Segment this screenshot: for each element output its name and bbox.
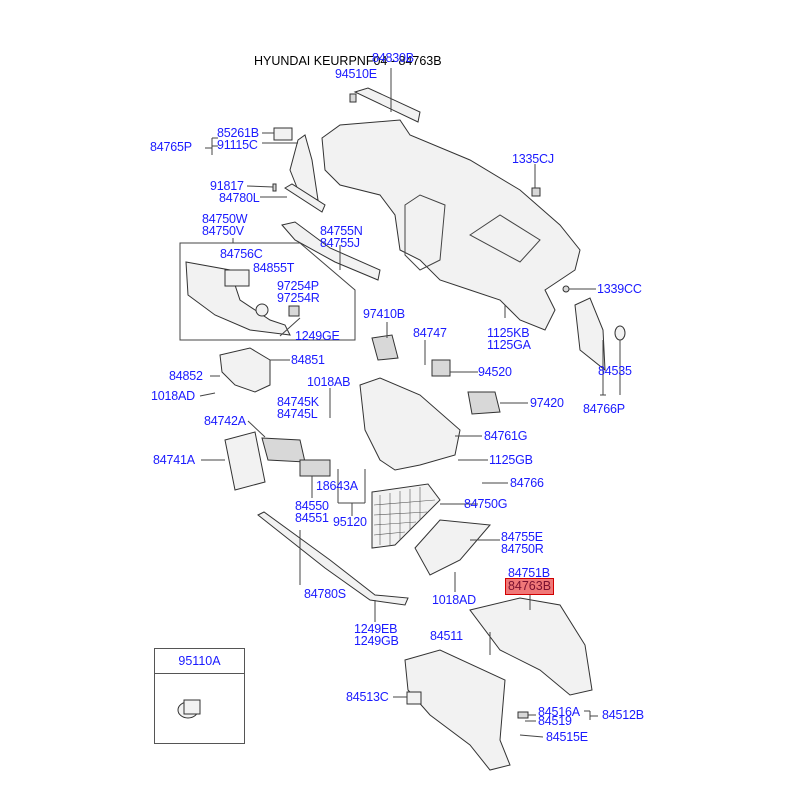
- callout-1125GB[interactable]: 1125GB: [489, 453, 533, 467]
- callout-84755E[interactable]: 84755E: [501, 530, 543, 544]
- callout-1018AD-upper[interactable]: 1018AD: [151, 389, 195, 403]
- callout-84535[interactable]: 84535: [598, 364, 632, 378]
- callout-84766[interactable]: 84766: [510, 476, 544, 490]
- cover-part: [273, 127, 293, 141]
- callout-84515E[interactable]: 84515E: [546, 730, 588, 744]
- callout-97410B[interactable]: 97410B: [363, 307, 405, 321]
- callout-84755J[interactable]: 84755J: [320, 236, 360, 250]
- callout-1125GA[interactable]: 1125GA: [487, 338, 531, 352]
- callout-84761G[interactable]: 84761G: [484, 429, 528, 443]
- lower-cover-84851-part[interactable]: [219, 347, 271, 393]
- callout-84742A[interactable]: 84742A: [204, 414, 246, 428]
- callout-84763B-highlighted[interactable]: 84763B: [505, 578, 554, 595]
- callout-84750R[interactable]: 84750R: [501, 542, 544, 556]
- inset-box-cigar-lighter: 95110A: [154, 648, 245, 744]
- crash-pad-part[interactable]: [321, 119, 581, 331]
- tray-84742A-part[interactable]: [261, 437, 306, 463]
- callout-84747[interactable]: 84747: [413, 326, 447, 340]
- callout-91817[interactable]: 91817: [210, 179, 244, 193]
- vent-97420-part[interactable]: [467, 391, 501, 415]
- callout-1125KB[interactable]: 1125KB: [487, 326, 530, 340]
- leader-lines: [199, 68, 621, 738]
- callout-84511[interactable]: 84511: [430, 629, 463, 643]
- callout-1249EB[interactable]: 1249EB: [354, 622, 398, 636]
- glove-box-housing-84763B-part[interactable]: [469, 597, 593, 696]
- callout-84851[interactable]: 84851: [291, 353, 325, 367]
- center-bracket-part: [281, 221, 381, 281]
- callout-94520[interactable]: 94520: [478, 365, 512, 379]
- ring-part: [255, 303, 269, 317]
- callout-85261B[interactable]: 85261B: [217, 126, 259, 140]
- switch-part: [224, 269, 250, 287]
- under-cover-84755E-part[interactable]: [414, 519, 492, 576]
- vent-97410B-part[interactable]: [371, 334, 399, 361]
- screw-part: [272, 183, 277, 192]
- callout-84765P[interactable]: 84765P: [150, 140, 192, 154]
- callout-1249GB[interactable]: 1249GB: [354, 634, 399, 648]
- callout-95120[interactable]: 95120: [333, 515, 367, 529]
- callout-84551[interactable]: 84551: [295, 511, 329, 525]
- callout-1249GE[interactable]: 1249GE: [295, 329, 340, 343]
- switch-97254-part: [288, 305, 300, 317]
- side-cover-84766P-part[interactable]: [574, 297, 606, 372]
- glove-opening-outline: [469, 214, 541, 263]
- callout-84751B[interactable]: 84751B: [508, 566, 550, 580]
- cluster-fascia-box: [179, 242, 356, 341]
- callout-84750G[interactable]: 84750G: [464, 497, 508, 511]
- callout-1018AB[interactable]: 1018AB: [307, 375, 351, 389]
- knee-panel-grid: [373, 487, 436, 546]
- callout-84756C[interactable]: 84756C: [220, 247, 263, 261]
- callout-94510E[interactable]: 94510E: [335, 67, 377, 81]
- module-84550-part: [299, 459, 331, 477]
- trim-84780S-part[interactable]: [257, 511, 409, 606]
- callout-84513C[interactable]: 84513C: [346, 690, 389, 704]
- knee-panel-84750G-part[interactable]: [371, 483, 441, 549]
- callout-84519[interactable]: 84519: [538, 714, 572, 728]
- callout-1339CC[interactable]: 1339CC: [597, 282, 642, 296]
- callout-84755N[interactable]: 84755N: [320, 224, 363, 238]
- callout-18643A[interactable]: 18643A: [316, 479, 358, 493]
- diagram-title: HYUNDAI KEURPNF04 - 84763B: [254, 54, 442, 68]
- callout-84516A[interactable]: 84516A: [538, 705, 580, 719]
- callout-95110A[interactable]: 95110A: [155, 649, 244, 674]
- callout-84745L[interactable]: 84745L: [277, 407, 318, 421]
- heater-control-84741A-part[interactable]: [224, 431, 266, 491]
- callout-1018AD-lower[interactable]: 1018AD: [432, 593, 476, 607]
- lock-84516A-part: [517, 711, 529, 719]
- side-trim-part: [284, 183, 326, 213]
- center-fascia-84761G-part[interactable]: [359, 377, 461, 471]
- pad-84513C-part: [406, 691, 422, 705]
- clip-1335CJ-part: [531, 187, 541, 197]
- callout-97254P[interactable]: 97254P: [277, 279, 319, 293]
- callout-84780S[interactable]: 84780S: [304, 587, 346, 601]
- glove-box-84511-part[interactable]: [404, 649, 511, 771]
- callout-91115C[interactable]: 91115C: [217, 138, 258, 152]
- callout-84780L[interactable]: 84780L: [219, 191, 260, 205]
- callout-84741A[interactable]: 84741A: [153, 453, 195, 467]
- clip-part: [349, 93, 357, 103]
- callout-84550[interactable]: 84550: [295, 499, 329, 513]
- callout-84855T[interactable]: 84855T: [253, 261, 295, 275]
- center-vent-outline: [404, 194, 446, 271]
- callout-84852[interactable]: 84852: [169, 369, 203, 383]
- callout-97420[interactable]: 97420: [530, 396, 564, 410]
- callout-84512B[interactable]: 84512B: [602, 708, 644, 722]
- callout-84750V[interactable]: 84750V: [202, 224, 244, 238]
- callout-84750W[interactable]: 84750W: [202, 212, 248, 226]
- lighter-body: [183, 699, 201, 715]
- callout-97254R[interactable]: 97254R: [277, 291, 320, 305]
- nut-1339CC-part: [562, 285, 570, 293]
- switch-94520-part[interactable]: [431, 359, 451, 377]
- callout-84766P[interactable]: 84766P: [583, 402, 625, 416]
- grommet-84535-part: [614, 325, 626, 341]
- callout-1335CJ[interactable]: 1335CJ: [512, 152, 554, 166]
- callout-84830B[interactable]: 84830B: [372, 51, 414, 65]
- callout-84745K[interactable]: 84745K: [277, 395, 319, 409]
- defrost-nozzle-part[interactable]: [353, 87, 421, 123]
